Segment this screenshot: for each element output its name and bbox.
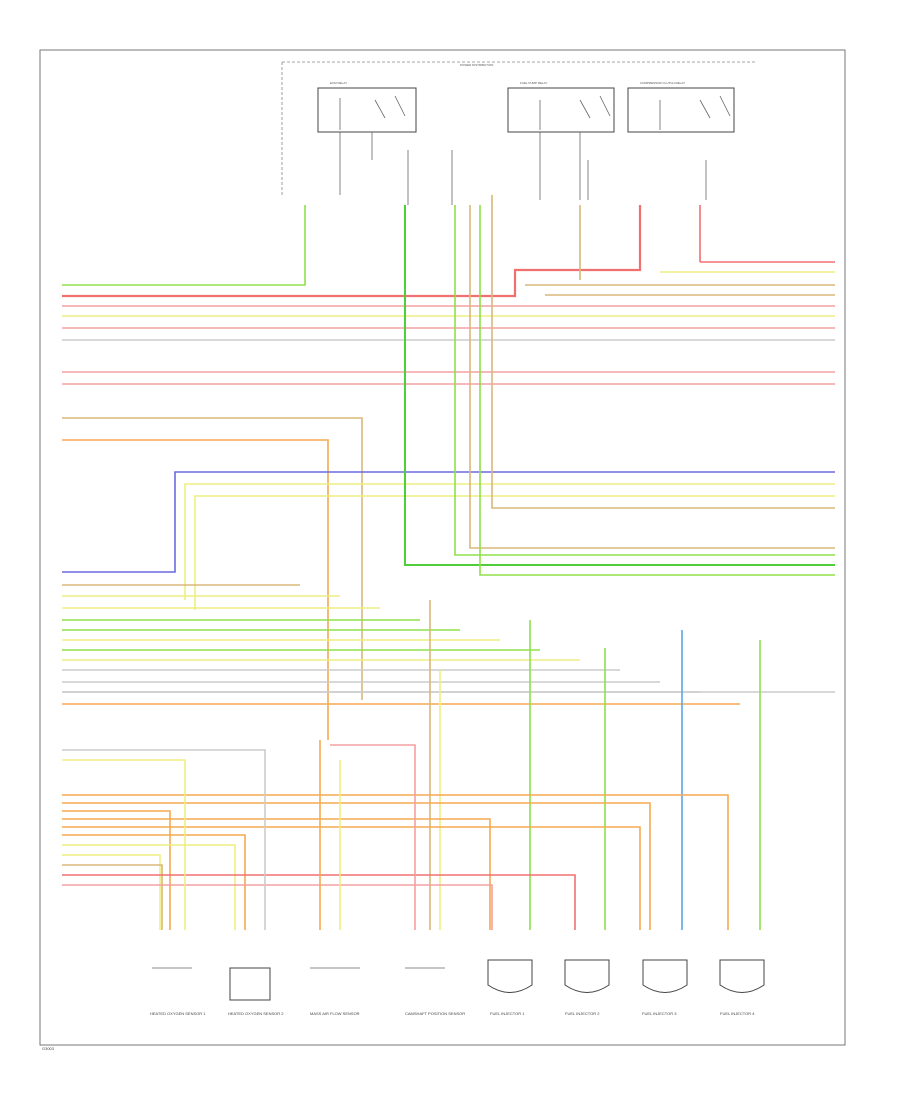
relay-leads [339,132,707,205]
wire-lower-0 [62,794,729,930]
relay-contact [339,95,406,130]
component-body [642,959,688,993]
component-label-6: FUEL INJECTOR 2 [565,1011,600,1016]
component-7 [642,959,688,993]
diagram-frame [39,49,846,1046]
wire-lower-9 [62,874,576,930]
components [152,959,765,1001]
wire-green-v2 [454,205,835,556]
component-label-4: CAMSHAFT POSITION SENSOR [405,1011,465,1016]
wire-gray-left [62,749,266,930]
wire-tan-left [62,417,363,700]
relay-box-enclosure [281,61,755,195]
wire-lower-7 [62,854,161,930]
wire-green-top [62,205,306,286]
relay-box [317,87,417,133]
component-body [229,967,271,1001]
relay-2 [507,87,615,133]
wire-lower-3 [62,818,491,930]
component-6 [564,959,610,993]
component-5 [487,959,533,993]
relay-contact [659,95,731,130]
component-2 [229,967,271,1001]
wire-yellow-left [62,759,186,930]
relay-box [627,87,735,133]
component-body [564,959,610,993]
relay-label-1: ECM RELAY [330,81,347,85]
wire-lower-1 [62,802,651,930]
wire-red-right [699,205,835,263]
wire-green-v3 [479,205,835,576]
relay-label-3: COMPRESSOR CLUTCH RELAY [640,81,685,85]
wire-blue [62,471,835,573]
wire-pink-mid [330,744,416,930]
wire-lower-4 [62,826,641,930]
wires [62,195,835,930]
relay-box [507,87,615,133]
component-label-1: HEATED OXYGEN SENSOR 1 [150,1011,206,1016]
header-label: POWER DISTRIBUTION [460,63,493,67]
component-body [487,959,533,993]
component-label-3: MASS AIR FLOW SENSOR [310,1011,360,1016]
wire-lower-10 [62,884,493,930]
relay-label-2: FUEL PUMP RELAY [520,81,547,85]
relay-3 [627,87,735,133]
wire-lower-5 [62,834,246,930]
wire-yellow-2 [184,483,835,600]
wire-tan-3 [491,195,835,509]
relay-contact [539,95,611,130]
wire-yellow-3 [194,495,835,610]
page-id: G3003 [42,1046,55,1051]
wire-lower-8 [62,864,163,930]
wire-tan-v [469,205,835,549]
component-label-8: FUEL INJECTOR 4 [720,1011,755,1016]
component-label-7: FUEL INJECTOR 3 [642,1011,677,1016]
component-body [719,959,765,993]
wire-tan-right [525,205,835,296]
component-label-2: HEATED OXYGEN SENSOR 2 [228,1011,284,1016]
wire-lower-2 [62,810,171,930]
relay-1 [317,87,417,133]
component-label-5: FUEL INJECTOR 1 [490,1011,525,1016]
component-8 [719,959,765,993]
wire-red-bus [62,205,642,298]
wire-green-v1 [404,205,835,566]
wire-lower-6 [62,844,236,930]
